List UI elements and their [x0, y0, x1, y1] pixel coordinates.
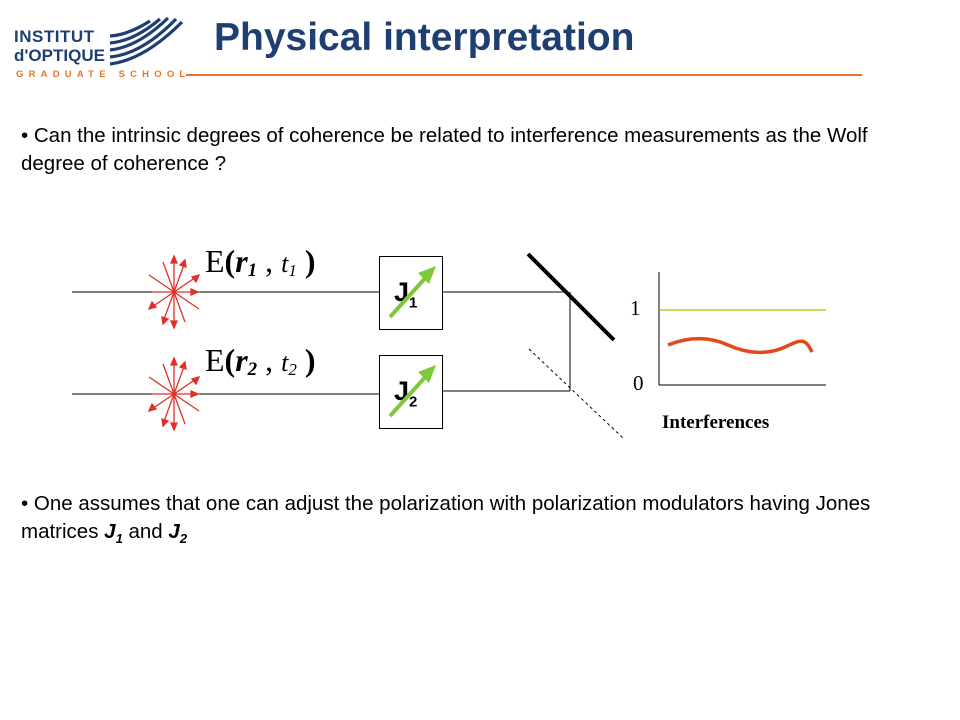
field-2-comma: ,: [257, 342, 282, 378]
plot-tick-0: 0: [633, 371, 644, 395]
field-2-label: E(r2 , t2 ): [205, 342, 316, 380]
polarization-arrow-icon: [388, 266, 436, 319]
polarization-arrow-icon: [388, 365, 436, 418]
mirror: [526, 252, 616, 342]
field-1-t: t: [281, 249, 289, 278]
jones-matrix-j2: J2: [168, 520, 188, 547]
field-1-E: E: [205, 243, 225, 279]
title-underline: [186, 74, 862, 76]
field-2-t-sub: 2: [288, 360, 297, 379]
logo-line-2: d'OPTIQUE: [14, 46, 105, 65]
field-2-r: r: [235, 342, 248, 378]
source-2-icon: [147, 356, 201, 432]
jones-modulator-2: J2: [379, 355, 443, 429]
plot-tick-1: 1: [630, 296, 641, 320]
field-1-r: r: [235, 243, 248, 279]
field-2-r-sub: 2: [247, 359, 258, 380]
field-1-r-sub: 1: [247, 260, 258, 281]
bullet-assumption-text: • One assumes that one can adjust the po…: [21, 492, 871, 543]
beam-splitter: [528, 348, 624, 439]
source-1-icon: [147, 254, 201, 330]
plot-interference-wave: [667, 336, 814, 355]
field-2-t: t: [281, 348, 289, 377]
logo-arcs-icon: [109, 16, 184, 66]
bullet-assumption: • One assumes that one can adjust the po…: [21, 490, 921, 553]
field-1-label: E(r1 , t1 ): [205, 243, 316, 281]
field-1-comma: ,: [257, 243, 282, 279]
field-2-E: E: [205, 342, 225, 378]
bullet-question: • Can the intrinsic degrees of coherence…: [21, 124, 868, 175]
plot-x-label: Interferences: [662, 412, 770, 433]
page-title: Physical interpretation: [214, 16, 635, 59]
jones-matrix-j1: J1: [104, 520, 123, 547]
institut-optique-logo: INSTITUT d'OPTIQUE GRADUATE SCHOOL: [14, 14, 190, 84]
bullet-and: and: [122, 520, 169, 543]
jones-modulator-1: J1: [379, 256, 443, 330]
logo-line-3: GRADUATE SCHOOL: [16, 69, 191, 80]
logo-line-1: INSTITUT: [14, 27, 95, 46]
field-1-t-sub: 1: [288, 261, 297, 280]
